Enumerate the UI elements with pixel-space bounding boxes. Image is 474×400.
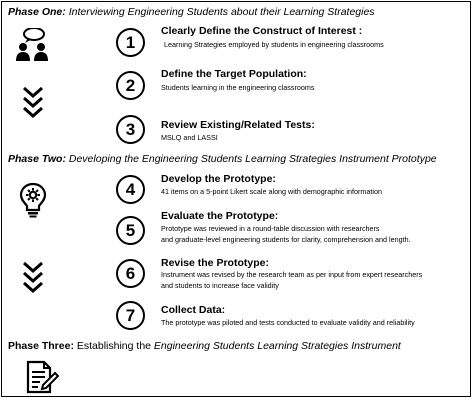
phase-two-label: Phase Two: [8, 153, 66, 165]
step-5-desc-line-2: and graduate-level engineering students … [161, 235, 411, 244]
step-6-number: 6 [116, 259, 145, 288]
step-3-desc: MSLQ and LASSI [161, 133, 218, 142]
phase-three-text-italic: Engineering Students Learning Strategies… [153, 340, 401, 352]
document-pen-icon [26, 360, 59, 394]
step-5-desc-line-1: Prototype was reviewed in a round-table … [161, 224, 380, 233]
triple-chevron-down-icon [23, 261, 43, 294]
step-2-number: 2 [116, 71, 145, 100]
phase-two-text: Developing the Engineering Students Lear… [65, 153, 437, 165]
phase-one-label: Phase One: [8, 6, 66, 18]
step-1-number: 1 [116, 28, 145, 57]
step-7-desc: The prototype was piloted and tests cond… [161, 318, 415, 327]
step-3-title: Review Existing/Related Tests: [161, 119, 315, 131]
step-4-number: 4 [116, 175, 145, 204]
phase-two-heading: Phase Two: Developing the Engineering St… [8, 153, 437, 166]
people-discussion-icon [16, 28, 48, 61]
phase-three-label: Phase Three: [8, 340, 74, 352]
step-2-title: Define the Target Population: [161, 68, 307, 80]
step-4-title: Develop the Prototype: [161, 173, 276, 185]
step-1-desc: Learning Strategies employed by students… [164, 40, 384, 49]
step-7-title: Collect Data: [161, 304, 226, 316]
step-5-title: Evaluate the Prototype: [161, 210, 279, 222]
step-1-title: Clearly Define the Construct of Interest… [161, 25, 363, 37]
step-6-title: Revise the Prototype: [161, 257, 269, 269]
phase-one-text: Interviewing Engineering Students about … [65, 6, 375, 18]
triple-chevron-down-icon [23, 86, 43, 119]
step-6-desc-line-2: and students to increase face validity [161, 281, 279, 290]
step-6-desc-line-1: Instrument was revised by the research t… [161, 270, 423, 279]
phase-three-text: Establishing the [73, 340, 154, 352]
step-2-desc: Students learning in the engineering cla… [161, 83, 315, 92]
step-3-number: 3 [116, 115, 145, 144]
lightbulb-gear-icon [19, 182, 47, 218]
phase-three-heading: Phase Three: Establishing the Engineerin… [8, 340, 401, 353]
step-7-number: 7 [116, 301, 145, 330]
step-5-number: 5 [116, 216, 145, 245]
step-4-desc: 41 items on a 5-point Likert scale along… [161, 187, 382, 196]
phase-one-heading: Phase One: Interviewing Engineering Stud… [8, 6, 375, 19]
